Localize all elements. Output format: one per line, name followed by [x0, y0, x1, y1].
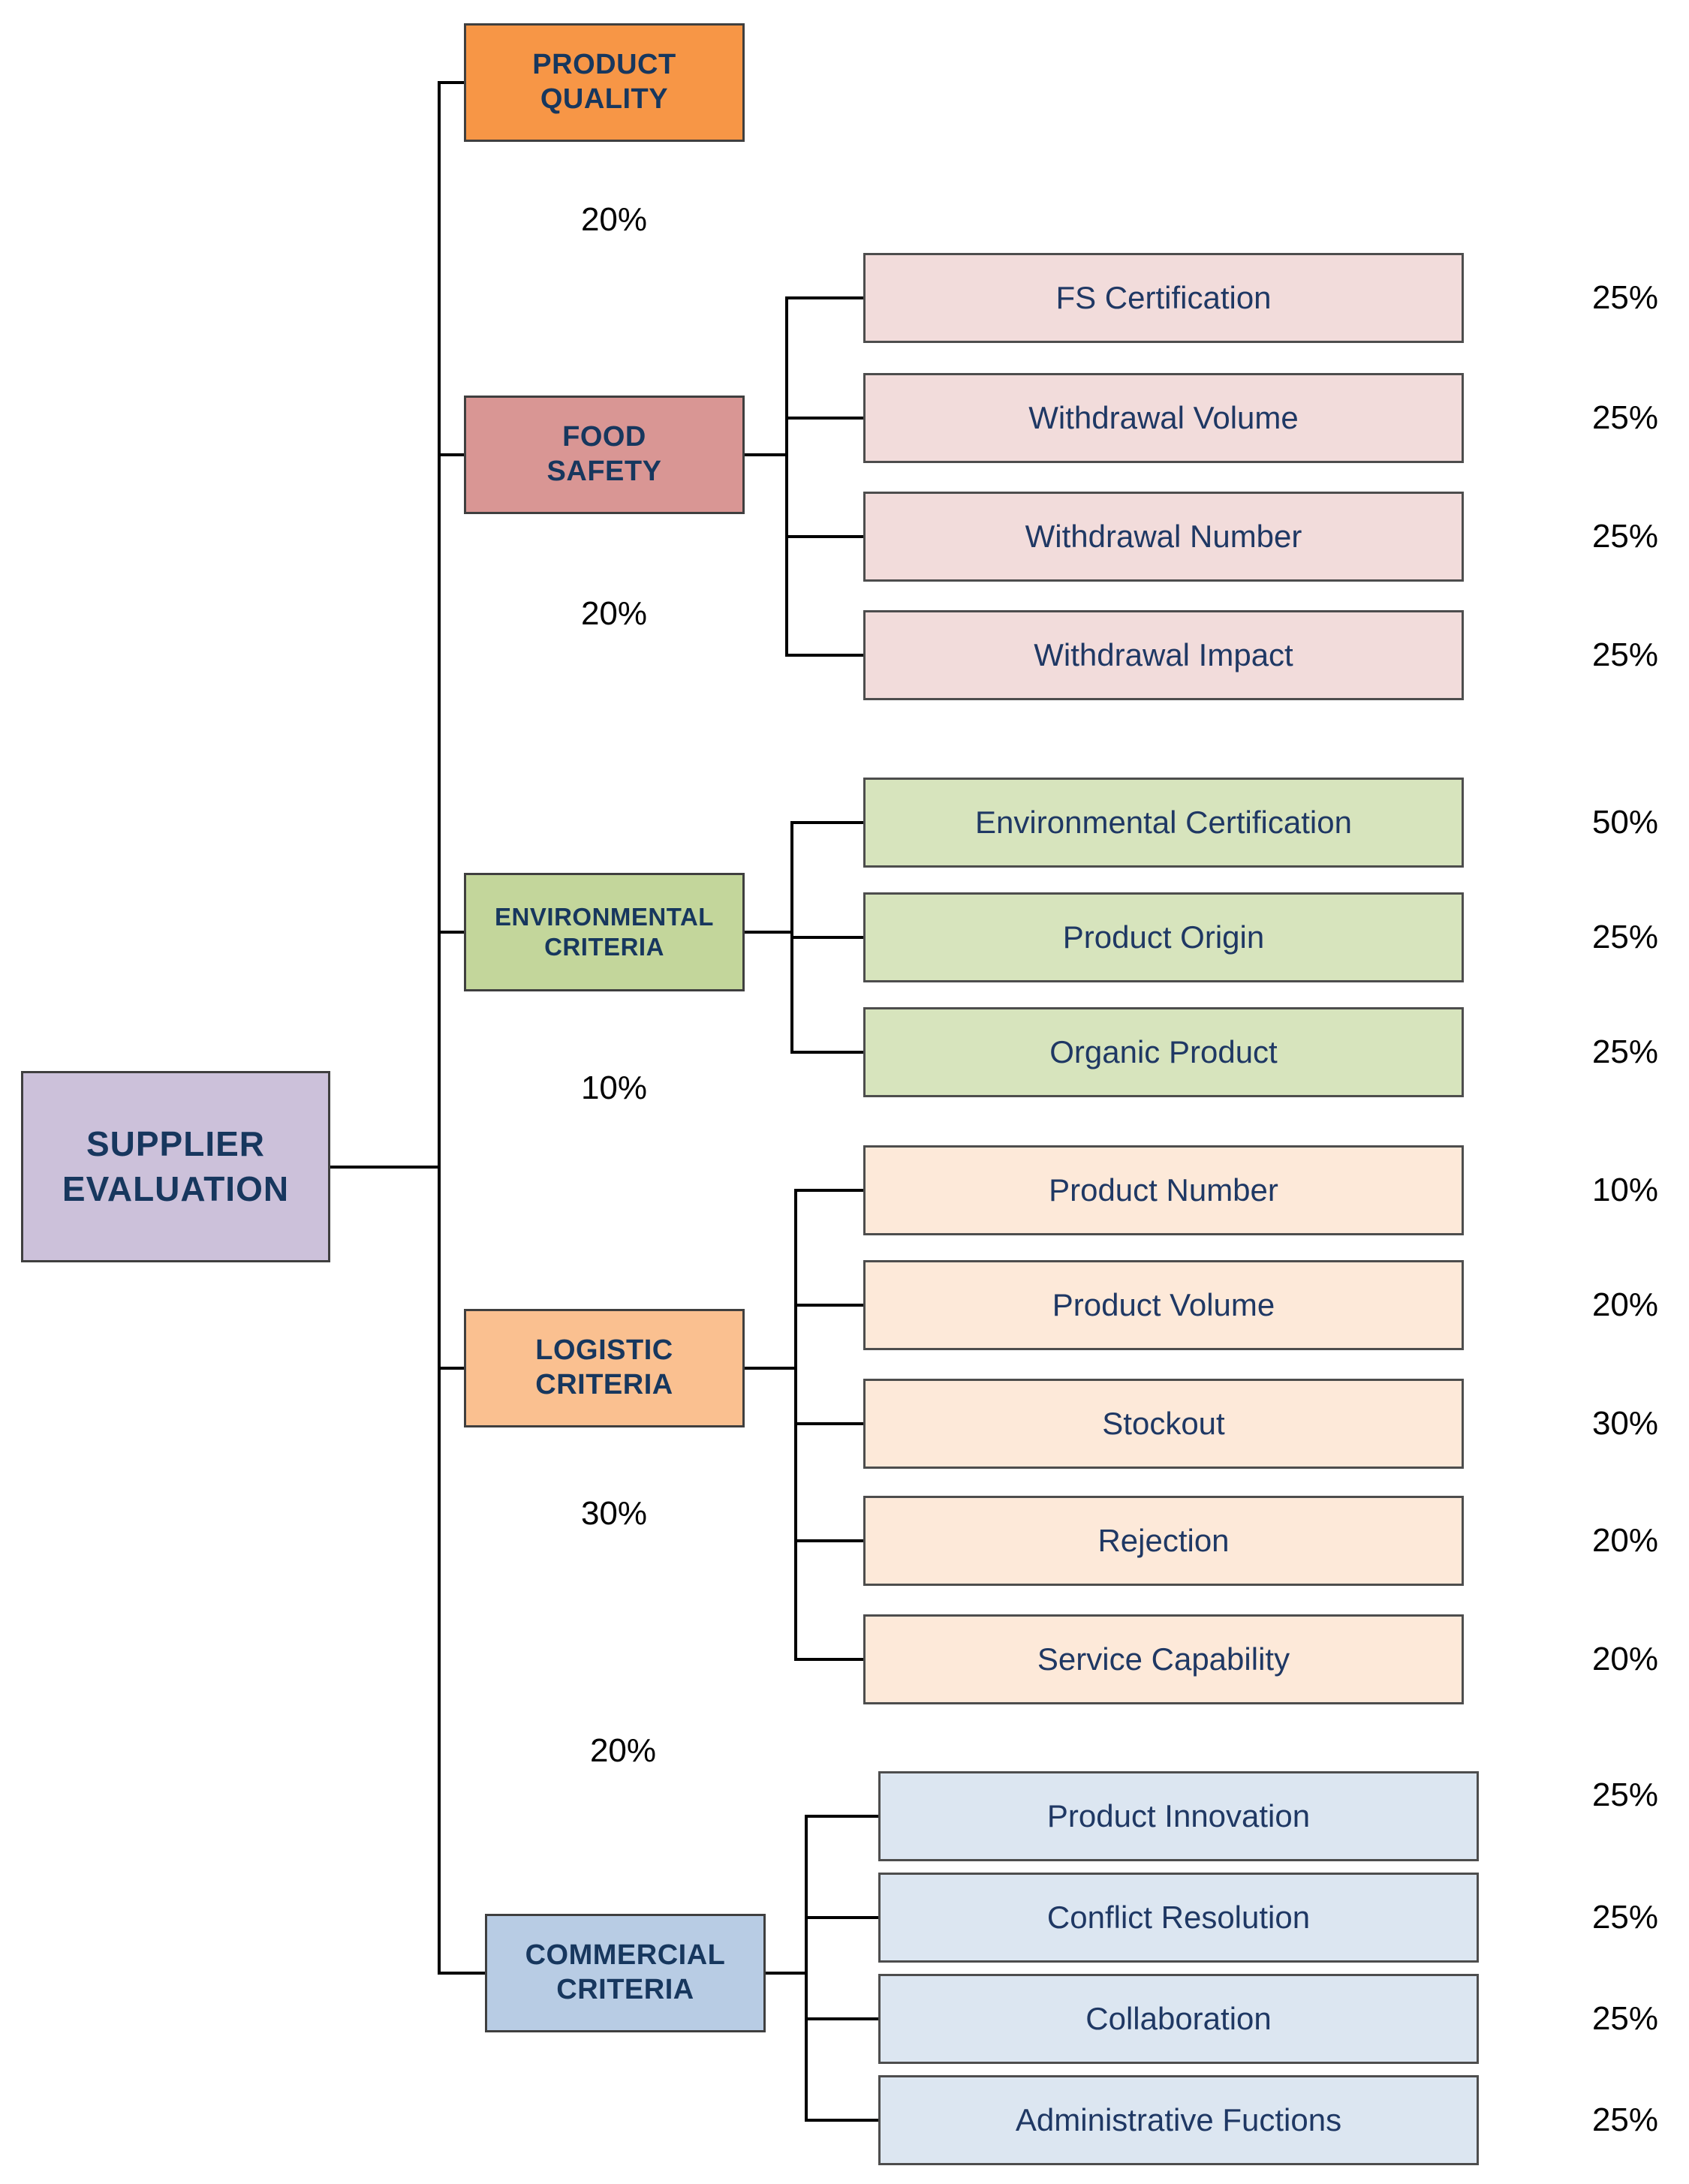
criterion-node-withdrawal-impact: Withdrawal Impact: [863, 610, 1464, 700]
criterion-connector-line: [785, 654, 863, 657]
category-node-food-safety: FOOD SAFETY: [464, 396, 745, 514]
criterion-node-organic-product: Organic Product: [863, 1007, 1464, 1097]
criterion-node-product-number-label: Product Number: [1049, 1172, 1278, 1208]
category-weight-label: 30%: [580, 1495, 648, 1532]
criterion-weight-label: 25%: [1591, 1899, 1659, 1936]
criterion-connector-line: [805, 1916, 878, 1919]
category-node-product-quality-label: PRODUCT QUALITY: [532, 49, 676, 115]
children-trunk-line: [805, 1815, 808, 2122]
criterion-weight-label: 20%: [1591, 1641, 1659, 1677]
criterion-weight-label: 25%: [1591, 1776, 1659, 1813]
category-connector-line: [438, 453, 464, 456]
criterion-weight-label: 25%: [1591, 1033, 1659, 1070]
criterion-node-administrative-fuctions-label: Administrative Fuctions: [1015, 2101, 1342, 2137]
criterion-weight-label: 25%: [1591, 399, 1659, 436]
criterion-weight-label: 25%: [1591, 919, 1659, 955]
criterion-node-collaboration-label: Collaboration: [1085, 2000, 1272, 2036]
category-node-commercial-criteria: COMMERCIAL CRITERIA: [485, 1914, 766, 2032]
criterion-node-stockout: Stockout: [863, 1379, 1464, 1469]
criterion-connector-line: [790, 936, 863, 939]
criterion-connector-line: [794, 1658, 863, 1661]
criterion-node-conflict-resolution: Conflict Resolution: [878, 1873, 1479, 1963]
criterion-node-organic-product-label: Organic Product: [1049, 1033, 1278, 1069]
criterion-connector-line: [805, 1815, 878, 1818]
category-connector-line: [438, 81, 464, 84]
category-connector-line: [438, 931, 464, 934]
category-to-children-line: [766, 1972, 808, 1975]
category-node-logistic-criteria-label: LOGISTIC CRITERIA: [535, 1334, 673, 1400]
criterion-node-product-number: Product Number: [863, 1145, 1464, 1235]
criterion-node-withdrawal-number-label: Withdrawal Number: [1025, 518, 1302, 554]
criterion-node-administrative-fuctions: Administrative Fuctions: [878, 2075, 1479, 2165]
criterion-node-service-capability-label: Service Capability: [1037, 1641, 1290, 1677]
criterion-weight-label: 10%: [1591, 1172, 1659, 1208]
criterion-connector-line: [794, 1539, 863, 1542]
criterion-node-collaboration: Collaboration: [878, 1974, 1479, 2064]
criterion-connector-line: [794, 1422, 863, 1425]
category-node-food-safety-label: FOOD SAFETY: [546, 421, 662, 487]
root-node-supplier-evaluation-label: SUPPLIER EVALUATION: [62, 1124, 290, 1208]
criterion-node-product-volume-label: Product Volume: [1052, 1286, 1275, 1322]
criterion-weight-label: 25%: [1591, 279, 1659, 316]
children-trunk-line: [785, 296, 788, 657]
category-weight-label: 20%: [580, 595, 648, 632]
criterion-node-withdrawal-number: Withdrawal Number: [863, 492, 1464, 582]
main-trunk-line: [438, 81, 441, 1975]
category-weight-label: 10%: [580, 1069, 648, 1106]
criterion-weight-label: 30%: [1591, 1405, 1659, 1442]
criterion-node-environmental-certification-label: Environmental Certification: [975, 804, 1352, 840]
criterion-node-product-innovation-label: Product Innovation: [1046, 1797, 1311, 1834]
criterion-node-withdrawal-volume-label: Withdrawal Volume: [1028, 399, 1299, 435]
category-node-commercial-criteria-label: COMMERCIAL CRITERIA: [525, 1939, 726, 2005]
criterion-weight-label: 25%: [1591, 2000, 1659, 2037]
criterion-node-rejection-label: Rejection: [1097, 1522, 1230, 1558]
criterion-connector-line: [790, 821, 863, 824]
root-node-supplier-evaluation: SUPPLIER EVALUATION: [21, 1071, 330, 1262]
criterion-node-environmental-certification: Environmental Certification: [863, 778, 1464, 868]
criterion-connector-line: [785, 417, 863, 420]
criterion-connector-line: [805, 2119, 878, 2122]
criterion-weight-label: 20%: [1591, 1286, 1659, 1323]
criterion-node-product-volume: Product Volume: [863, 1260, 1464, 1350]
category-to-children-line: [745, 1367, 797, 1370]
criterion-node-product-innovation: Product Innovation: [878, 1771, 1479, 1861]
category-to-children-line: [745, 453, 788, 456]
category-connector-line: [438, 1367, 464, 1370]
root-connector-line: [330, 1166, 441, 1169]
criterion-node-stockout-label: Stockout: [1102, 1405, 1225, 1441]
criterion-node-withdrawal-impact-label: Withdrawal Impact: [1034, 636, 1293, 672]
category-to-children-line: [745, 931, 793, 934]
criterion-connector-line: [790, 1051, 863, 1054]
criterion-connector-line: [805, 2017, 878, 2020]
criterion-weight-label: 25%: [1591, 518, 1659, 555]
category-node-environmental-criteria-label: ENVIRONMENTAL CRITERIA: [495, 903, 714, 961]
criterion-node-fs-certification: FS Certification: [863, 253, 1464, 343]
category-node-environmental-criteria: ENVIRONMENTAL CRITERIA: [464, 873, 745, 991]
category-connector-line: [438, 1972, 485, 1975]
category-weight-label: 20%: [580, 201, 648, 238]
criterion-node-conflict-resolution-label: Conflict Resolution: [1046, 1899, 1311, 1935]
criterion-node-withdrawal-volume: Withdrawal Volume: [863, 373, 1464, 463]
criterion-weight-label: 20%: [1591, 1522, 1659, 1559]
criterion-weight-label: 25%: [1591, 636, 1659, 673]
criterion-connector-line: [794, 1189, 863, 1192]
criterion-node-product-origin-label: Product Origin: [1062, 919, 1265, 955]
category-node-product-quality: PRODUCT QUALITY: [464, 23, 745, 142]
criterion-node-fs-certification-label: FS Certification: [1055, 279, 1272, 315]
criterion-node-service-capability: Service Capability: [863, 1614, 1464, 1704]
criterion-weight-label: 50%: [1591, 804, 1659, 841]
criterion-node-product-origin: Product Origin: [863, 892, 1464, 982]
category-weight-label: 20%: [589, 1732, 657, 1769]
criterion-node-rejection: Rejection: [863, 1496, 1464, 1586]
criterion-connector-line: [794, 1304, 863, 1307]
criterion-connector-line: [785, 296, 863, 299]
criterion-connector-line: [785, 535, 863, 538]
criterion-weight-label: 25%: [1591, 2101, 1659, 2138]
category-node-logistic-criteria: LOGISTIC CRITERIA: [464, 1309, 745, 1427]
